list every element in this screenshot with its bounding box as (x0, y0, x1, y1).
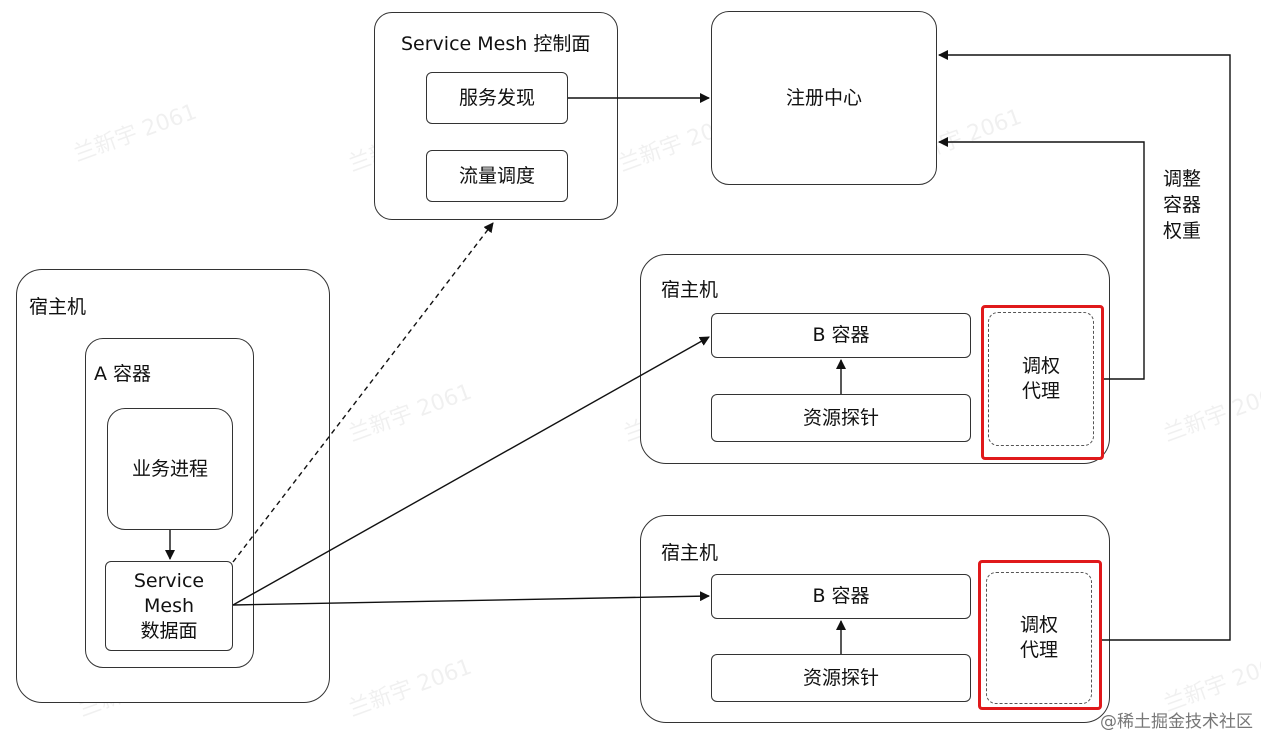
probe-b1-box: 资源探针 (711, 394, 971, 442)
business-process-label: 业务进程 (131, 457, 208, 480)
container-a-title: A 容器 (94, 363, 152, 385)
watermark: 兰新宇 2061 (70, 99, 201, 168)
watermark: 兰新宇 2061 (345, 654, 476, 723)
container-b2-label: B 容器 (812, 585, 870, 607)
data-plane-line: Mesh (143, 594, 195, 617)
host-b2-title: 宿主机 (661, 542, 719, 564)
agent-b2-box: 调权 代理 (986, 572, 1092, 704)
agent-b1-line: 调权 (1021, 355, 1060, 377)
adjust-weight-line: 调整 (1162, 168, 1201, 190)
traffic-scheduling-box: 流量调度 (426, 150, 568, 202)
probe-b1-label: 资源探针 (802, 406, 879, 429)
container-b1-label: B 容器 (812, 324, 870, 346)
container-b2-box: B 容器 (711, 574, 971, 619)
probe-b2-label: 资源探针 (802, 666, 879, 689)
watermark: 兰新宇 2061 (1160, 379, 1261, 448)
adjust-weight-line: 容器 (1162, 194, 1201, 216)
agent-b2-line: 调权 (1019, 614, 1058, 636)
registry-box: 注册中心 (711, 11, 937, 185)
service-discovery-box: 服务发现 (426, 72, 568, 124)
probe-b2-box: 资源探针 (711, 654, 971, 702)
business-process-box: 业务进程 (107, 408, 233, 530)
data-plane-line: Service (133, 569, 205, 592)
service-discovery-label: 服务发现 (458, 86, 535, 109)
host-b1-title: 宿主机 (661, 279, 719, 301)
agent-b1-box: 调权 代理 (988, 312, 1094, 446)
agent-b2-line: 代理 (1019, 639, 1058, 661)
adjust-weight-line: 权重 (1162, 220, 1201, 242)
host-a-title: 宿主机 (29, 296, 87, 318)
data-plane-box: Service Mesh 数据面 (105, 561, 233, 651)
data-plane-line: 数据面 (140, 619, 198, 642)
agent-b1-line: 代理 (1021, 380, 1060, 402)
traffic-scheduling-label: 流量调度 (458, 164, 535, 187)
container-b1-box: B 容器 (711, 313, 971, 358)
control-plane-title: Service Mesh 控制面 (401, 33, 591, 55)
adjust-weight-label: 调整 容器 权重 (1162, 166, 1202, 244)
watermark: 兰新宇 2061 (345, 379, 476, 448)
registry-label: 注册中心 (785, 86, 862, 109)
footer-credit: @稀土掘金技术社区 (1100, 712, 1253, 732)
